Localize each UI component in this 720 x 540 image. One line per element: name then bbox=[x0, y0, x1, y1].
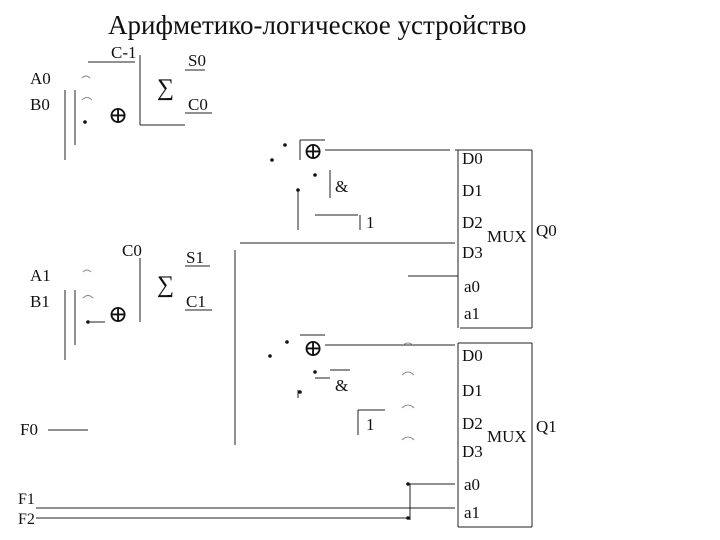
mux0-select-a1: a1 bbox=[464, 304, 481, 323]
carry-c1-label: C1 bbox=[186, 292, 206, 311]
mux0-input-d0: D0 bbox=[462, 149, 483, 168]
mux1-output-q1: Q1 bbox=[536, 417, 557, 436]
xor-adder0-icon: ⊕ bbox=[108, 103, 129, 129]
mux1-select-a0: a0 bbox=[464, 475, 481, 494]
control-f0-label: F0 bbox=[20, 420, 38, 439]
mux0-input-d2: D2 bbox=[462, 213, 483, 232]
carry-c0-label: C0 bbox=[188, 95, 208, 114]
carry-in-label: C-1 bbox=[111, 43, 137, 62]
mux1-input-d3: D3 bbox=[462, 442, 483, 461]
carry-c0-in-label: C0 bbox=[122, 241, 142, 260]
xor-logic1-icon: ⊕ bbox=[303, 336, 324, 362]
mux1-input-d0: D0 bbox=[462, 346, 483, 365]
mux0-label: MUX bbox=[487, 227, 527, 246]
xor-adder1-icon: ⊕ bbox=[108, 302, 129, 328]
input-b0-label: B0 bbox=[30, 95, 50, 114]
mux1-select-a1: a1 bbox=[464, 503, 481, 522]
control-f2-label: F2 bbox=[18, 511, 35, 528]
mux0-select-a0: a0 bbox=[464, 277, 481, 296]
mux1-input-d2: D2 bbox=[462, 414, 483, 433]
sum-s1-label: S1 bbox=[186, 248, 204, 267]
and-logic0-icon: & bbox=[335, 177, 349, 196]
input-a0-label: A0 bbox=[30, 69, 51, 88]
and-logic1-icon: & bbox=[335, 376, 349, 395]
input-b1-label: B1 bbox=[30, 292, 50, 311]
or-logic1-icon: 1 bbox=[366, 415, 375, 434]
mux1-input-d1: D1 bbox=[462, 381, 483, 400]
page-title: Арифметико-логическое устройство bbox=[108, 10, 527, 40]
mux0-output-q0: Q0 bbox=[536, 221, 557, 240]
mux0-input-d1: D1 bbox=[462, 181, 483, 200]
sum-s0-label: S0 bbox=[188, 51, 206, 70]
sum-adder1-icon: ∑ bbox=[157, 272, 175, 298]
xor-logic0-icon: ⊕ bbox=[303, 139, 324, 165]
control-f1-label: F1 bbox=[18, 491, 35, 508]
mux1-label: MUX bbox=[487, 427, 527, 446]
or-logic0-icon: 1 bbox=[366, 213, 375, 232]
input-a1-label: A1 bbox=[30, 266, 51, 285]
mux0-input-d3: D3 bbox=[462, 243, 483, 262]
sum-adder0-icon: ∑ bbox=[157, 75, 175, 101]
